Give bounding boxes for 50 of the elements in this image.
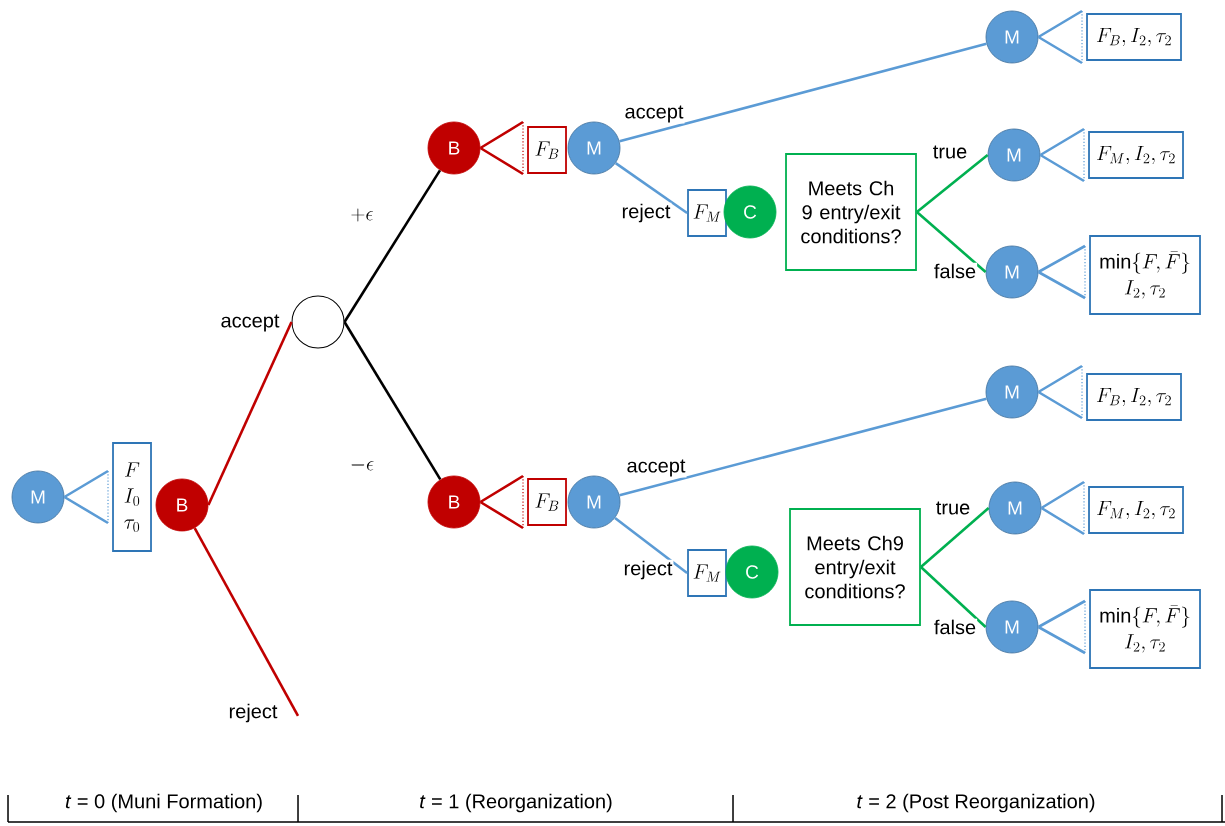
branch-line [916,211,987,273]
payoff-box: $F_B, I_2, \tau_2$ [1086,13,1182,61]
edge-label: true [934,500,972,516]
condition-box: Meets Ch 9 entry/exit conditions? [785,153,917,271]
branch-line [343,169,442,323]
branch-line [920,566,987,628]
edge-label: accept [625,458,687,478]
edge-label: false [932,262,978,280]
period-label: t = 2 (Post Reorganization) [857,793,1095,813]
condition-box: Meets Ch9 entry/exit conditions? [789,508,921,626]
period-label: t = 0 (Muni Formation) [65,793,262,813]
fork-lines [1037,599,1087,655]
payoff-box: $F_M, I_2, \tau_2$ [1088,131,1184,179]
edge-label: true [931,144,969,160]
payoff-box: $F_M$ [687,189,727,237]
edge-label: $-\epsilon$ [348,457,376,473]
branch-line [207,321,293,506]
edge-label: accept [623,104,685,124]
fork-lines [479,474,525,530]
fork-lines [1039,127,1086,183]
payoff-box: $F_M, I_2, \tau_2$ [1088,486,1184,534]
edge-label: reject [620,202,672,224]
edge-label: false [932,618,978,636]
payoff-box: $F_B$ [527,126,567,174]
branch-line [614,516,688,575]
edge-label: $+\epsilon$ [349,207,375,223]
fork-lines [1037,244,1087,300]
payoff-box: $F_B, I_2, \tau_2$ [1086,373,1182,421]
fork-lines [63,469,110,525]
branch-line [619,397,987,497]
branch-line [614,162,688,215]
edge-label: reject [622,559,674,581]
payoff-box: $F$ $I_0$ $\tau_0$ [112,442,152,552]
payoff-box: $F_B$ [527,478,567,526]
branch-line [193,527,300,717]
fork-lines [1037,364,1084,420]
edge-label: accept [219,313,281,333]
payoff-box: $\min\{F, \bar{F}\}$ $I_2, \tau_2$ [1089,589,1201,669]
fork-lines [1040,480,1086,536]
payoff-box: $\min\{F, \bar{F}\}$ $I_2, \tau_2$ [1089,235,1201,315]
branch-line [343,321,442,481]
payoff-box: $F_M$ [687,549,727,597]
period-label: t = 1 (Reorganization) [420,793,612,813]
edge-label: reject [227,702,279,724]
fork-lines [1037,9,1084,65]
branch-line [920,507,990,568]
branch-line [619,42,987,143]
fork-lines [479,120,525,176]
branch-line [916,153,989,213]
chance-node-circle [291,295,345,349]
